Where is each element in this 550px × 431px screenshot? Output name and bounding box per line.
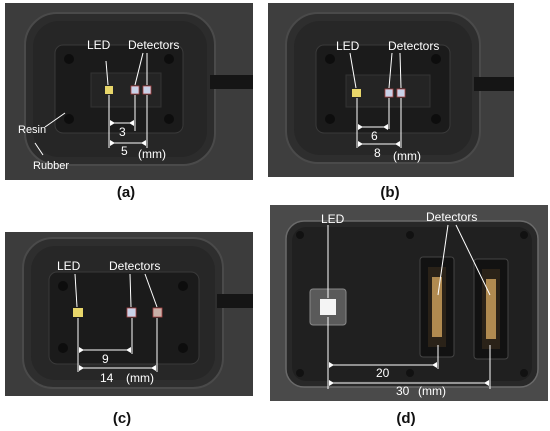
dimension-label: 8 [374,146,381,160]
led-chip [320,299,336,315]
screw [325,54,335,64]
caption-a: (a) [116,184,136,201]
label-led: LED [336,39,360,53]
label-led: LED [87,38,111,52]
dimension-label: 3 [119,125,126,139]
label-detectors: Detectors [426,210,477,224]
label-rubber: Rubber [33,160,69,172]
label-detectors: Detectors [128,38,179,52]
detector-chip [432,277,442,337]
sensor-photo-b: LED Detectors 6 8 (mm) [268,3,514,177]
screw [325,114,335,124]
detector-chip [486,279,496,339]
detector-chip [384,88,394,98]
label-resin: Resin [18,124,46,136]
cable [217,294,253,308]
caption-c: (c) [112,410,132,427]
screw [431,54,441,64]
dimension-label: 6 [371,129,378,143]
dimension-label: 9 [102,352,109,366]
cable [474,77,514,91]
photo-panel-c: LED Detectors 9 14 (mm) [5,232,253,396]
caption-d: (d) [396,410,416,427]
sensor-photo-d: LED Detectors 20 30 (mm) [270,205,548,401]
led-chip [105,86,113,94]
led-chip [73,308,83,317]
screw [164,54,174,64]
detector-chip [152,307,163,318]
label-detectors: Detectors [109,259,160,273]
label-detectors: Detectors [388,39,439,53]
screw [164,114,174,124]
unit-label: (mm) [126,371,154,385]
screw [58,343,68,353]
photo-panel-b: LED Detectors 6 8 (mm) [268,3,514,177]
screw [431,114,441,124]
screw [520,231,528,239]
screw [58,281,68,291]
screw [64,114,74,124]
screw [296,369,304,377]
resin-window [48,271,200,365]
screw [178,343,188,353]
dimension-label: 14 [100,371,114,385]
screw [406,231,414,239]
screw [520,369,528,377]
label-led: LED [57,259,81,273]
detector-chip [126,307,137,318]
screw [296,231,304,239]
caption-b: (b) [380,184,400,201]
detector-chip [396,88,406,98]
unit-label: (mm) [418,384,446,398]
screw [178,281,188,291]
label-led: LED [321,212,345,226]
photo-panel-a: LED Detectors Resin Rubber 3 5 (mm) [5,3,253,180]
photo-panel-d: LED Detectors 20 30 (mm) [270,205,548,401]
detector-chip [142,85,152,95]
detector-chip [130,85,140,95]
led-chip [352,89,361,97]
dimension-label: 5 [121,144,128,158]
screw [406,369,414,377]
unit-label: (mm) [393,149,421,163]
sensor-photo-a: LED Detectors Resin Rubber 3 5 (mm) [5,3,253,180]
cable [210,75,253,89]
screw [64,54,74,64]
unit-label: (mm) [138,147,166,161]
dimension-label: 30 [396,384,410,398]
sensor-photo-c: LED Detectors 9 14 (mm) [5,232,253,396]
dimension-label: 20 [376,366,390,380]
